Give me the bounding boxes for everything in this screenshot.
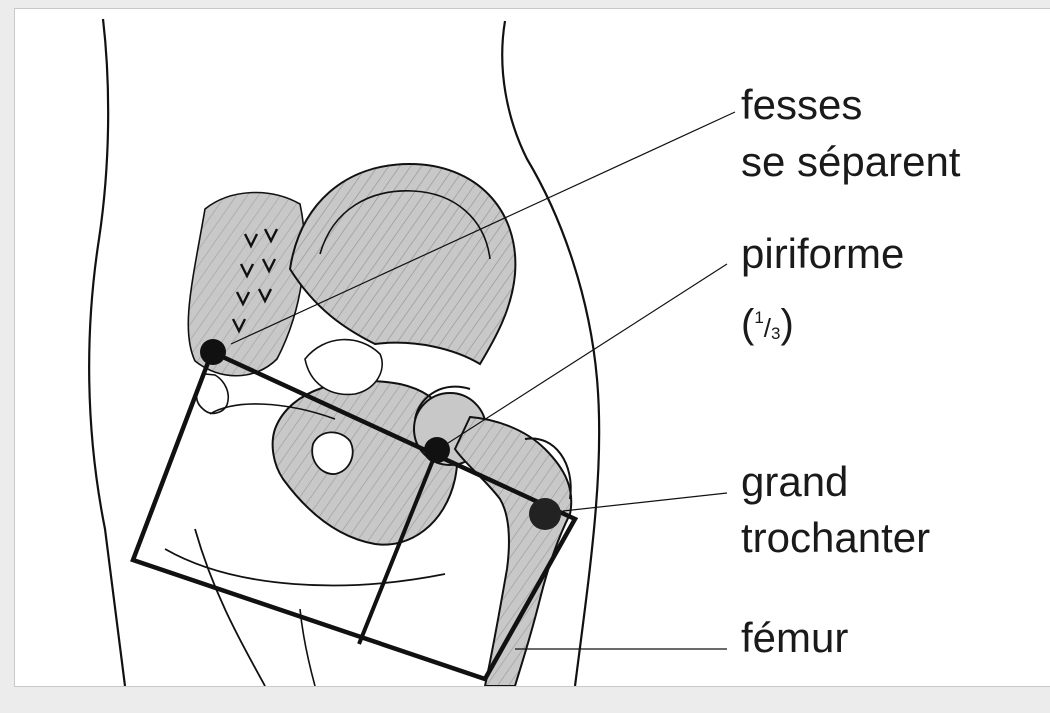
thigh-inner-curve [165,549,445,585]
obturator-foramen [312,432,353,474]
fraction-denominator: 3 [771,324,780,343]
label-fesses-line2: se séparent [741,136,960,188]
fraction-close-paren: ) [781,302,794,346]
leader-grand-trochanter [563,493,727,511]
label-piriforme: piriforme [741,228,904,280]
label-fesses-line1: fesses [741,79,862,131]
label-femur: fémur [741,612,848,664]
dot-piriforme [424,437,450,463]
diagram-frame: fesses se séparent piriforme (1/3) grand… [14,8,1050,687]
dot-grand-trochanter [529,498,561,530]
ilium-hatch [290,164,515,364]
fraction-numerator: 1 [754,308,763,327]
sciatic-notch [305,340,382,395]
thigh-outline [195,529,265,686]
label-grand-line2: trochanter [741,512,930,564]
fraction-slash: / [764,313,771,343]
label-piriforme-fraction: (1/3) [741,292,794,360]
hip-anatomy-illustration [15,9,1050,686]
fraction-open-paren: ( [741,302,754,346]
dot-sacral-landmark [200,339,226,365]
body-outline-left [89,19,125,686]
label-grand-line1: grand [741,456,848,508]
